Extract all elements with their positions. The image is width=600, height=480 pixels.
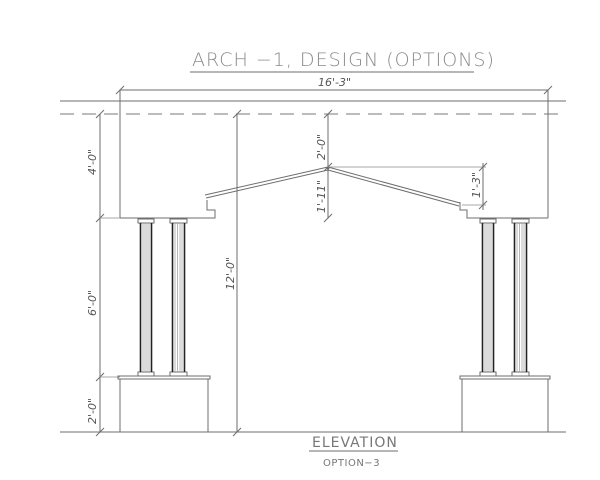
left-column-pair [137, 218, 188, 377]
right-column-pair [479, 218, 530, 377]
beam-height-label: 4'-0" [86, 149, 99, 175]
column-1 [137, 218, 155, 377]
left-pedestal [117, 375, 211, 433]
beam [119, 90, 549, 219]
total-height-dimension: 12'-0" [224, 109, 242, 437]
option-label: OPTION−3 [323, 458, 380, 469]
left-dimension-chain: 4'-0" 6'-0" 2'-0" [86, 109, 120, 437]
column-2 [169, 218, 188, 377]
below-peak-label: 1'-11" [315, 180, 328, 213]
arch-drop-label: 1'-3" [470, 172, 483, 198]
column-3 [479, 218, 497, 377]
column-4 [511, 218, 530, 377]
above-peak-label: 2'-0" [315, 134, 328, 160]
total-height-label: 12'-0" [224, 257, 237, 290]
column-height-label: 6'-0" [86, 290, 99, 316]
view-label: ELEVATION [312, 435, 398, 451]
peak-dimension: 2'-0" 1'-11" [315, 109, 333, 223]
arch-drop-dimension: 1'-3" [328, 162, 488, 210]
overall-width-label: 16'-3" [318, 76, 351, 89]
drawing-title: ARCH −1, DESIGN (OPTIONS) [192, 49, 495, 71]
pedestal-height-label: 2'-0" [86, 398, 99, 424]
arch-soffit [204, 166, 461, 207]
right-pedestal [459, 375, 551, 433]
overall-width-dimension: 16'-3" [115, 76, 553, 95]
